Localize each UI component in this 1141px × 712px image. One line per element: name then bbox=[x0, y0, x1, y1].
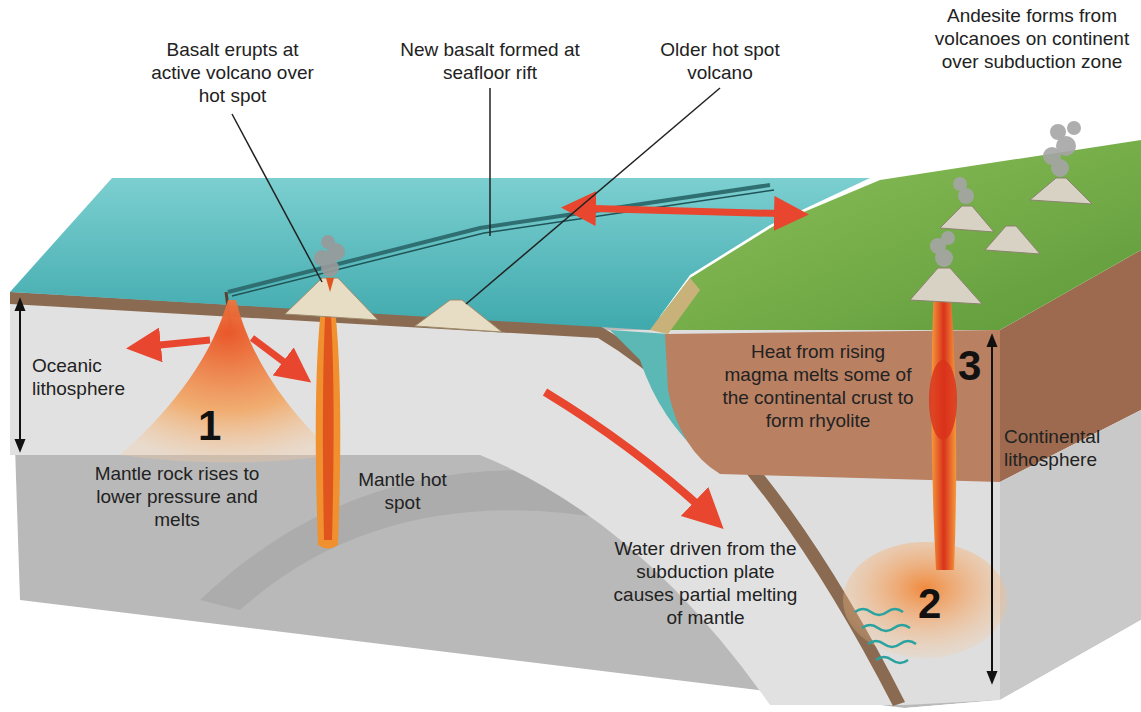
callout-label: Water driven from the subduction plate c… bbox=[608, 537, 803, 629]
callout-label: Mantle rock rises to lower pressure and … bbox=[82, 462, 272, 531]
callout-number: 1 bbox=[198, 404, 221, 448]
callout-label: Continental lithosphere bbox=[1004, 425, 1134, 471]
callout-label: New basalt formed at seafloor rift bbox=[385, 38, 595, 84]
callout-number: 2 bbox=[918, 582, 941, 626]
callout-label: Older hot spot volcano bbox=[630, 38, 810, 84]
callout-label: Oceanic lithosphere bbox=[32, 354, 167, 400]
callout-label: Mantle hot spot bbox=[355, 468, 450, 514]
callout-label: Heat from rising magma melts some of the… bbox=[722, 340, 914, 432]
callout-label: Andesite forms from volcanoes on contine… bbox=[932, 4, 1132, 73]
callout-label: Basalt erupts at active volcano over hot… bbox=[140, 38, 325, 107]
callout-number: 3 bbox=[958, 344, 981, 388]
